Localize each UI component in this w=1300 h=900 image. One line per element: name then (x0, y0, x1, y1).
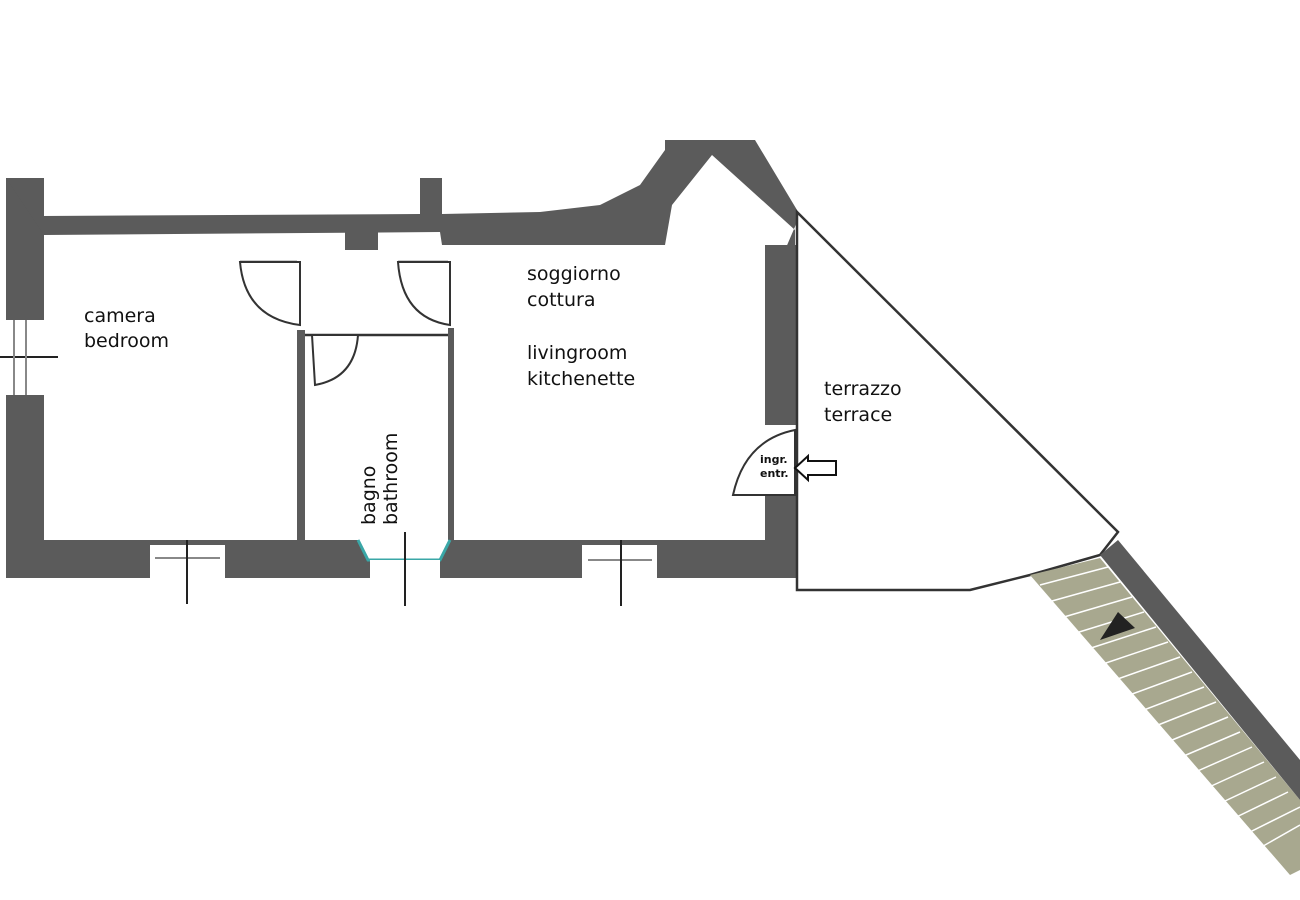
entrance-arrow-icon (793, 453, 837, 483)
entrance-label-en: entr. (760, 467, 789, 480)
terrace-outline (795, 208, 1120, 592)
bathroom-label-it: bagno (358, 466, 380, 525)
terrace-label-it: terrazzo (824, 378, 902, 400)
entrance-door (731, 428, 796, 496)
bedroom-label-it: camera (84, 305, 156, 327)
living-label-it-2: cottura (527, 289, 595, 311)
stairs (1030, 540, 1300, 875)
stair-steps (1039, 566, 1300, 858)
entrance-label-it: ingr. (760, 453, 788, 466)
terrace-label-en: terrace (824, 404, 892, 426)
living-label-it-1: soggiorno (527, 263, 621, 285)
window-bedroom (150, 540, 225, 604)
bathroom-label-en: bathroom (380, 433, 402, 525)
outer-walls (6, 140, 800, 578)
window-left (0, 320, 58, 395)
window-bathroom (356, 532, 452, 606)
living-label-en-1: livingroom (527, 342, 627, 364)
stairs-direction-arrow-icon (1100, 612, 1135, 640)
living-label-en-2: kitchenette (527, 368, 635, 390)
bedroom-label-en: bedroom (84, 330, 169, 352)
room-labels: camera bedroom soggiorno cottura livingr… (84, 263, 902, 525)
doors (238, 261, 796, 496)
window-living (582, 540, 657, 606)
